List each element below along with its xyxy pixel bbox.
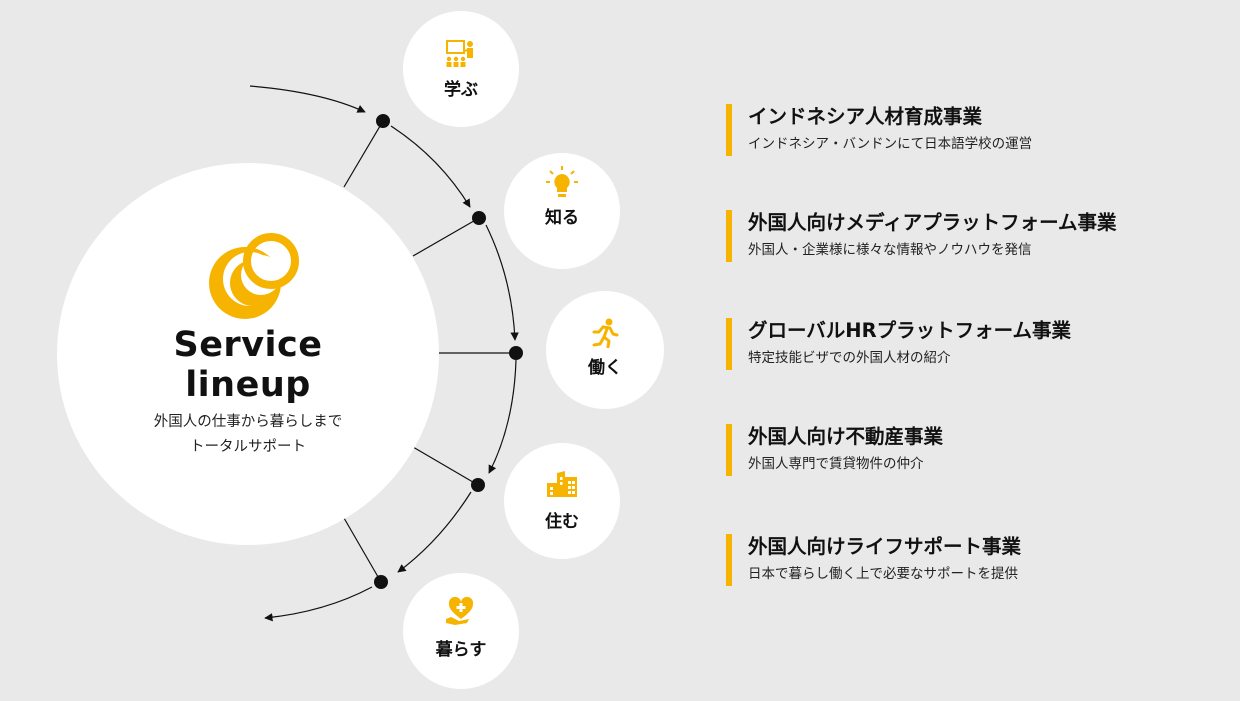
- node-know: 知る: [504, 153, 620, 269]
- service-description: インドネシア・バンドンにて日本語学校の運営: [748, 136, 1033, 152]
- node-work: 働く: [546, 291, 664, 409]
- flow-dot: [471, 478, 485, 492]
- node-label-know: 知る: [545, 208, 579, 228]
- page-title: Service lineup: [57, 325, 439, 405]
- subtitle-line-2: トータルサポート: [190, 439, 306, 455]
- node-label-learn: 学ぶ: [444, 80, 478, 100]
- service-item-indonesia-training: インドネシア人材育成事業 インドネシア・バンドンにて日本語学校の運営: [726, 104, 1032, 156]
- building-icon: [547, 471, 577, 497]
- connector-line: [343, 517, 382, 583]
- service-description: 日本で暮らし働く上で必要なサポートを提供: [748, 566, 1018, 582]
- service-title: インドネシア人材育成事業: [748, 105, 983, 128]
- flow-dot: [472, 211, 486, 225]
- flow-dot: [509, 346, 523, 360]
- service-description: 特定技能ビザでの外国人材の紹介: [748, 350, 951, 366]
- service-title: 外国人向けメディアプラットフォーム事業: [748, 211, 1117, 234]
- service-title: 外国人向け不動産事業: [748, 425, 944, 448]
- service-title: グローバルHRプラットフォーム事業: [748, 319, 1072, 342]
- lightbulb-icon: [546, 166, 578, 197]
- node-label-work: 働く: [588, 358, 622, 378]
- service-item-media-platform: 外国人向けメディアプラットフォーム事業 外国人・企業様に様々な情報やノウハウを発…: [726, 210, 1117, 262]
- service-description: 外国人専門で賃貸物件の仲介: [748, 456, 924, 472]
- connector-line: [412, 217, 480, 257]
- presentation-icon: [446, 40, 473, 67]
- connector-line: [412, 446, 479, 486]
- service-item-global-hr: グローバルHRプラットフォーム事業 特定技能ビザでの外国人材の紹介: [726, 318, 1071, 370]
- service-item-real-estate: 外国人向け不動産事業 外国人専門で賃貸物件の仲介: [726, 424, 943, 476]
- flow-arrow: [397, 491, 472, 573]
- service-title: 外国人向けライフサポート事業: [748, 535, 1022, 558]
- subtitle-line-1: 外国人の仕事から暮らしまで: [153, 414, 343, 430]
- flow-dot: [376, 114, 390, 128]
- flow-arrow: [488, 359, 517, 474]
- node-live: 住む: [504, 443, 620, 559]
- subtitle: 外国人の仕事から暮らしまで トータルサポート: [57, 410, 439, 460]
- connector-line: [343, 120, 384, 188]
- title-line-1: Service: [173, 325, 323, 365]
- flow-arrow: [485, 224, 519, 341]
- service-description: 外国人・企業様に様々な情報やノウハウを発信: [748, 242, 1032, 258]
- node-label-live: 住む: [545, 512, 579, 532]
- heart-hand-icon: [446, 596, 474, 625]
- node-living: 暮らす: [403, 573, 519, 689]
- flow-arrow: [249, 85, 366, 113]
- service-lineup-circle: Service lineup 外国人の仕事から暮らしまで トータルサポート: [57, 163, 439, 545]
- flow-dot: [374, 575, 388, 589]
- service-item-life-support: 外国人向けライフサポート事業 日本で暮らし働く上で必要なサポートを提供: [726, 534, 1021, 586]
- running-person-icon: [592, 318, 619, 348]
- company-logo-icon: [209, 233, 299, 319]
- flow-arrow: [390, 125, 471, 208]
- node-learn: 学ぶ: [403, 11, 519, 127]
- flow-arrow: [264, 586, 373, 622]
- title-line-2: lineup: [185, 365, 311, 405]
- node-label-living: 暮らす: [435, 640, 487, 660]
